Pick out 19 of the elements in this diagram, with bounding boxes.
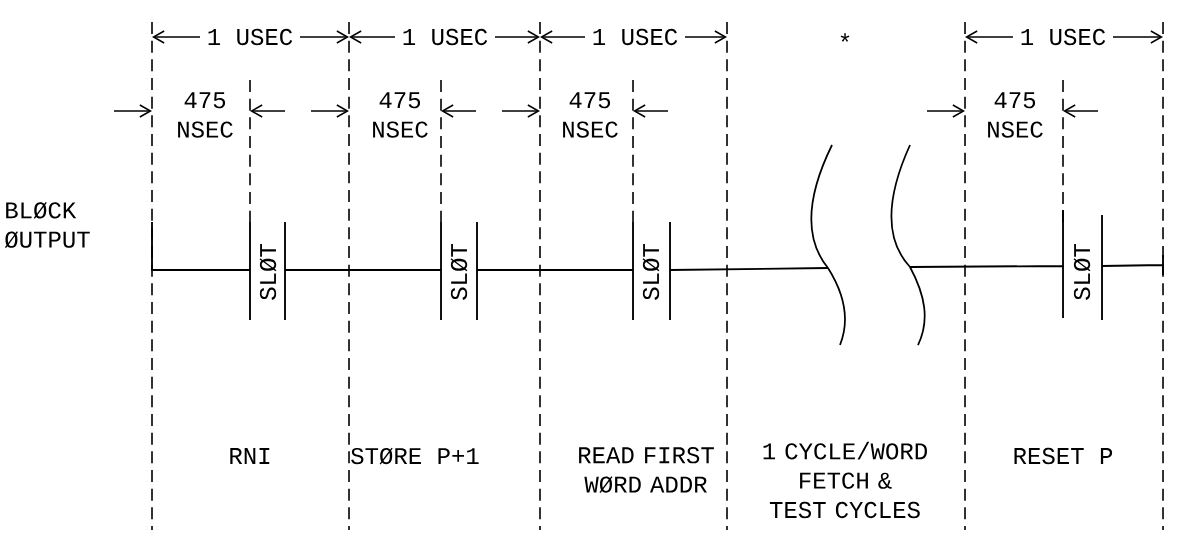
dimension-label: 475 NSEC bbox=[563, 92, 618, 138]
phase-label: STØRE P+1 bbox=[351, 447, 479, 465]
footnote-mark: * bbox=[840, 33, 850, 42]
dimension-label: 475 NSEC bbox=[988, 92, 1043, 138]
signal-label: BLØCK ØUTPUT bbox=[4, 201, 90, 249]
dimension-label: 1 USEC bbox=[593, 28, 678, 46]
phase-label: RNI bbox=[230, 448, 270, 464]
slot-label: SLØT bbox=[450, 244, 468, 300]
dimension-label: 1 USEC bbox=[403, 28, 488, 46]
phase-label: RESET P bbox=[1014, 447, 1113, 465]
phase-label: 1 CYCLE/WORD FETCH & TEST CYCLES bbox=[763, 441, 927, 519]
dimension-label: 1 USEC bbox=[208, 28, 293, 46]
dimension-label: 475 NSEC bbox=[178, 92, 233, 138]
slot-label: SLØT bbox=[259, 244, 277, 300]
dimension-label: 1 USEC bbox=[1021, 28, 1106, 46]
slot-label: SLØT bbox=[1073, 244, 1091, 300]
phase-label: READ FIRST WØRD ADDR bbox=[579, 447, 714, 493]
slot-label: SLØT bbox=[642, 244, 660, 300]
dimension-label: 475 NSEC bbox=[373, 92, 428, 138]
